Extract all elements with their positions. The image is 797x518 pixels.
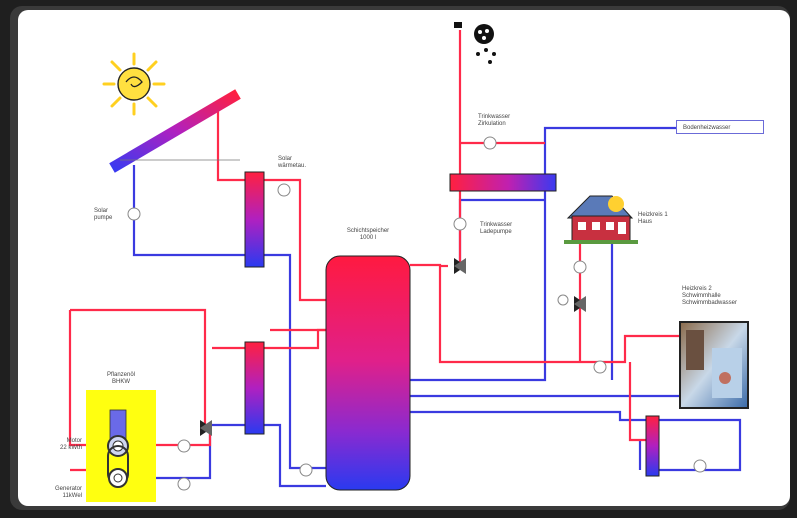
solar-pump-label: Solar pumpe [94, 208, 113, 221]
generator-icon [107, 445, 129, 488]
generator-label: Generator 11kWel [54, 486, 82, 499]
dhw-charge-pump-label: Trinkwasser Ladepumpe [480, 222, 513, 235]
plant-oil-label: Pflanzenöl BHKW [106, 372, 136, 385]
pumps [127, 136, 707, 491]
floor-heating-label: Bodenheizwasser [676, 120, 764, 134]
mixing-valves [200, 258, 586, 436]
solar-collector [109, 89, 241, 173]
solar-exchanger-label: Solar wärmetau. [278, 156, 307, 169]
house-icon [564, 195, 638, 244]
pool-photo [679, 321, 749, 409]
sun-icon [102, 52, 166, 116]
heating-circuit-2-label: Heizkreis 2 Schwimmhalle Schwimmbadwasse… [682, 286, 738, 306]
pool-heat-exchanger [645, 415, 660, 477]
solar-heat-exchanger [244, 171, 265, 268]
heating-circuit-1-label: Heizkreis 1 Haus [638, 212, 668, 225]
dhw-circulation-label: Trinkwasser Zirkulation [478, 114, 511, 127]
motor-label: Motor 22 kWth [59, 438, 82, 451]
storage-label: Schichtspeicher 1000 l [346, 228, 390, 241]
dhw-heat-exchanger [449, 173, 557, 192]
storage-tank [325, 255, 411, 491]
shower-icon [454, 22, 496, 64]
lower-heat-exchanger [244, 341, 265, 435]
